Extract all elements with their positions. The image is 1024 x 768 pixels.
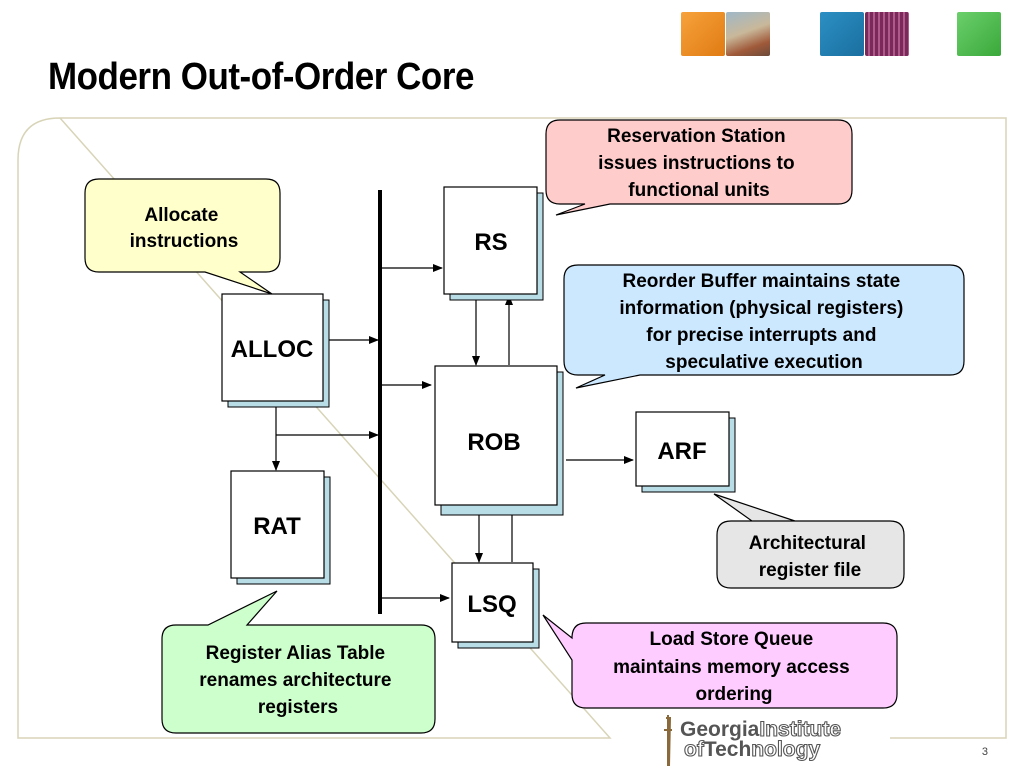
callout-rat-line-3: registers <box>258 697 338 718</box>
callout-rob-text: Reorder Buffer maintains state informati… <box>619 271 908 373</box>
callout-alloc-line-1: Allocate <box>144 205 218 226</box>
callout-lsq: Load Store Queue maintains memory access… <box>542 614 898 709</box>
header-thumbnail-circuit <box>865 12 909 56</box>
page-number: 3 <box>981 746 988 758</box>
slide-title: Modern Out-of-Order Core <box>48 56 474 98</box>
connector-arrows <box>272 264 634 602</box>
block-rat: RAT <box>230 470 331 585</box>
callout-rat-text: Register Alias Table renames architectur… <box>199 643 397 718</box>
block-lsq: LSQ <box>451 562 540 649</box>
callout-arf: Architectural register file <box>713 493 905 589</box>
block-label-lsq: LSQ <box>467 591 516 618</box>
callout-rob-line-1: Reorder Buffer maintains state <box>623 271 901 292</box>
callout-rat: Register Alias Table renames architectur… <box>161 590 436 734</box>
callout-lsq-line-3: ordering <box>695 684 772 705</box>
block-arf: ARF <box>635 411 736 493</box>
logo-backdrop <box>640 712 890 768</box>
callout-lsq-text: Load Store Queue maintains memory access… <box>613 629 855 705</box>
callout-rat-line-1: Register Alias Table <box>206 643 386 664</box>
block-label-rs: RS <box>474 229 507 256</box>
callout-rs-line-2: issues instructions to <box>598 153 794 174</box>
callout-rs: Reservation Station issues instructions … <box>545 119 853 216</box>
block-label-arf: ARF <box>657 438 706 465</box>
callout-rs-text: Reservation Station issues instructions … <box>598 126 800 201</box>
callout-rob: Reorder Buffer maintains state informati… <box>563 264 965 389</box>
header-thumbnail-photo <box>726 12 770 56</box>
callout-arf-text: Architectural register file <box>749 533 871 581</box>
georgia-tech-logo: GeorgiaInstitute ofTechnology <box>640 712 890 768</box>
block-label-alloc: ALLOC <box>231 336 314 363</box>
header-thumbnail-green <box>957 12 1001 56</box>
tower-icon <box>664 715 672 767</box>
callout-lsq-line-2: maintains memory access <box>613 657 850 678</box>
callout-rob-line-4: speculative execution <box>665 352 862 373</box>
header-thumbnail-orange <box>681 12 725 56</box>
callout-rs-line-1: Reservation Station <box>607 126 785 147</box>
header-thumbnail-blue <box>820 12 864 56</box>
block-label-rob: ROB <box>467 429 520 456</box>
callout-alloc-line-2: instructions <box>130 231 239 252</box>
callout-rob-line-2: information (physical registers) <box>619 298 903 319</box>
block-rob: ROB <box>434 365 564 516</box>
callout-arf-line-1: Architectural <box>749 533 866 554</box>
callout-rob-line-3: for precise interrupts and <box>646 325 876 346</box>
callout-rs-line-3: functional units <box>628 180 769 201</box>
block-label-rat: RAT <box>253 513 301 540</box>
callout-arf-line-2: register file <box>759 560 861 581</box>
block-rs: RS <box>443 186 544 301</box>
callout-alloc-text: Allocate instructions <box>130 205 239 252</box>
callout-lsq-line-1: Load Store Queue <box>650 629 814 650</box>
callout-rat-line-2: renames architecture <box>199 670 391 691</box>
logo-line-1: GeorgiaInstitute <box>680 718 841 741</box>
block-alloc: ALLOC <box>221 293 330 408</box>
callout-alloc: Allocate instructions <box>84 178 281 295</box>
logo-line-2: ofTechnology <box>684 738 820 761</box>
